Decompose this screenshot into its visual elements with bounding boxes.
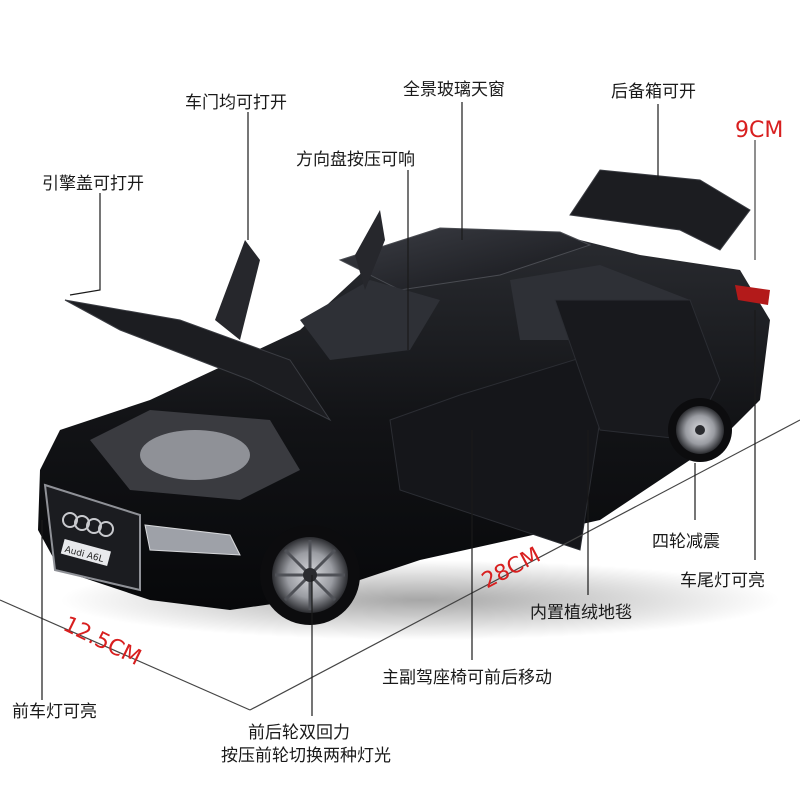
plate-bg (60, 539, 111, 566)
callout-lines (41, 102, 756, 716)
front-grille (43, 483, 141, 592)
callout-four-wheel-suspension: 四轮减震 (652, 532, 720, 552)
callout-tail-light: 车尾灯可亮 (680, 571, 765, 591)
audi-rings (62, 512, 114, 537)
front-window (300, 280, 440, 360)
left-door-up-2 (355, 210, 385, 290)
left-door-up (215, 240, 260, 340)
callout-sunroof: 全景玻璃天窗 (403, 80, 505, 100)
callout-carpet: 内置植绒地毯 (530, 603, 632, 623)
rear-wheel (668, 398, 732, 462)
callout-hood-open: 引擎盖可打开 (42, 174, 144, 194)
dimension-height: 9CM (735, 118, 784, 143)
callout-steering-sound: 方向盘按压可响 (296, 150, 415, 170)
callout-door-open: 车门均可打开 (185, 93, 287, 113)
callout-seat-move: 主副驾座椅可前后移动 (382, 668, 552, 688)
callout-pullback-line1: 前后轮双回力 (248, 723, 350, 743)
callout-trunk-open: 后备箱可开 (611, 82, 696, 102)
headlight (144, 524, 241, 556)
engine-cover (140, 430, 250, 480)
front-wheel (260, 525, 360, 625)
open-hood (64, 299, 332, 422)
callout-head-light: 前车灯可亮 (12, 702, 97, 722)
callout-pullback-line2: 按压前轮切换两种灯光 (221, 746, 391, 766)
open-trunk (569, 169, 751, 251)
tail-light (735, 285, 770, 305)
